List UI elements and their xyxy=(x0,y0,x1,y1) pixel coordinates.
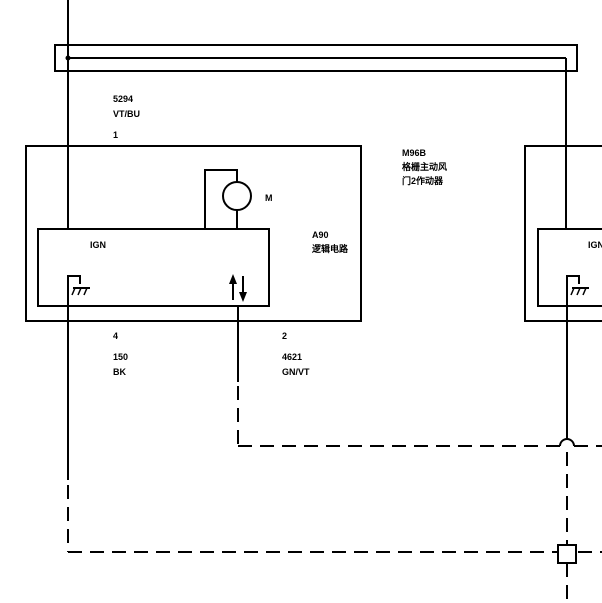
ign-label-right: IGN xyxy=(588,240,602,250)
wire-signal-color: GN/VT xyxy=(282,367,310,377)
motor-label: M xyxy=(265,193,273,203)
motor-symbol xyxy=(204,169,252,229)
ign-label: IGN xyxy=(90,240,106,250)
component-name-line2: 门2作动器 xyxy=(402,175,444,186)
wire-top-pin: 1 xyxy=(113,130,118,140)
wire-ground-circuit: 150 xyxy=(113,352,128,362)
logic-circuit-box-a90 xyxy=(37,228,270,307)
wire-top-circuit: 5294 xyxy=(113,94,133,104)
module-name: 逻辑电路 xyxy=(311,243,349,254)
actuator-box-m96b xyxy=(25,145,362,322)
ground-icon xyxy=(67,275,90,306)
right-component-partial xyxy=(524,58,602,603)
component-code: M96B xyxy=(402,148,427,158)
wire-signal-circuit: 4621 xyxy=(282,352,302,362)
module-code: A90 xyxy=(312,230,329,240)
wire-signal-pin: 2 xyxy=(282,331,287,341)
wire-top-color: VT/BU xyxy=(113,109,140,119)
wire-ground-pin: 4 xyxy=(113,331,118,341)
wire-ground-color: BK xyxy=(113,367,126,377)
bidirectional-arrow-icon xyxy=(229,274,247,302)
power-bus-bar xyxy=(54,0,578,72)
component-name-line1: 格栅主动风 xyxy=(402,161,447,172)
